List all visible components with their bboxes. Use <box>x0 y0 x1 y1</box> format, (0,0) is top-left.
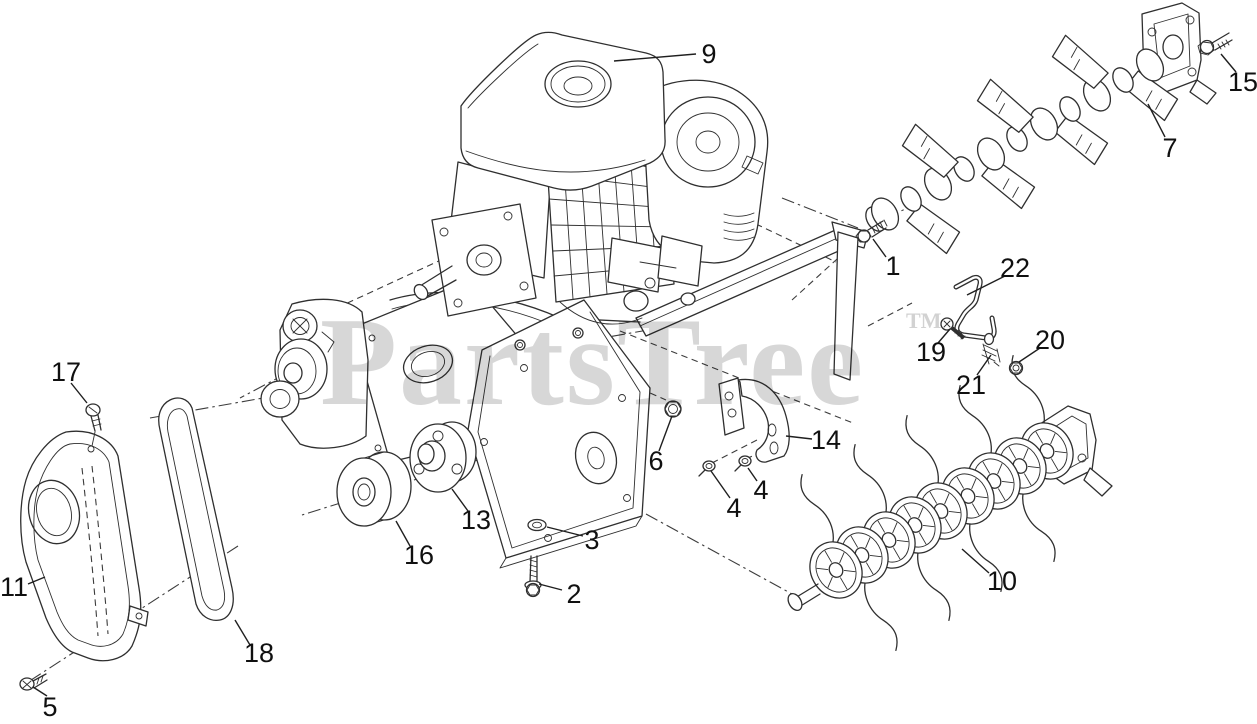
frame-chassis <box>351 221 869 569</box>
callout-leader-13 <box>451 488 469 512</box>
callout-label-22: 22 <box>1000 253 1030 283</box>
callout-label-14: 14 <box>811 425 841 455</box>
bolt-1 <box>855 219 888 243</box>
idler-pulley-16 <box>336 451 412 527</box>
support-bracket-14 <box>718 377 790 463</box>
callout-leader-3 <box>546 526 584 537</box>
callout-label-9: 9 <box>701 39 716 69</box>
callout-leader-1 <box>872 238 887 258</box>
tine-shaft-assembly <box>865 2 1217 264</box>
callout-label-17: 17 <box>51 357 81 387</box>
callout-label-16: 16 <box>404 540 434 570</box>
callout-leader-20 <box>1018 347 1041 363</box>
callout-leader-4 <box>747 467 758 482</box>
bolt-15 <box>1197 32 1233 56</box>
flange-nut-6 <box>664 400 682 418</box>
callout-leader-21 <box>976 354 992 376</box>
callout-leader-22 <box>966 275 1006 296</box>
drive-belt-18 <box>158 397 234 622</box>
callout-leader-9 <box>613 53 697 62</box>
callout-label-3: 3 <box>584 525 599 555</box>
washer-3 <box>527 518 547 532</box>
callout-label-1: 1 <box>885 251 900 281</box>
transmission-assembly <box>260 298 369 449</box>
engine-assembly <box>413 31 769 325</box>
callout-label-4: 4 <box>753 475 768 505</box>
callout-leader-15 <box>1220 53 1237 73</box>
callout-label-18: 18 <box>244 638 274 668</box>
callout-label-10: 10 <box>987 566 1017 596</box>
callout-label-19: 19 <box>916 337 946 367</box>
callout-label-21: 21 <box>956 370 986 400</box>
callout-leader-4 <box>710 470 731 499</box>
wire-bracket-22 <box>953 274 997 341</box>
callout-leader-6 <box>658 415 673 452</box>
callout-label-2: 2 <box>566 579 581 609</box>
callout-leader-17 <box>70 382 88 404</box>
callout-label-6: 6 <box>648 446 663 476</box>
callout-leader-5 <box>32 686 48 697</box>
screw-19 <box>940 317 966 340</box>
callout-layer: 1 23 44 5 6 7 9 10 11 13 14 15 16 17 18 19 20 21 22 <box>0 39 1257 722</box>
blade-hub-13 <box>409 421 477 493</box>
callout-leader-16 <box>395 520 411 547</box>
callout-label-5: 5 <box>42 692 57 722</box>
callout-label-7: 7 <box>1162 133 1177 163</box>
callout-label-13: 13 <box>461 505 491 535</box>
screw-5 <box>19 673 48 691</box>
callout-leader-14 <box>785 435 813 440</box>
watermark: PartsTree TM <box>320 293 942 432</box>
flange-nut-20 <box>1008 360 1024 376</box>
carriage-bolt-4b <box>734 455 752 472</box>
callout-leader-10 <box>961 548 990 574</box>
belt-cover-11 <box>20 430 149 662</box>
watermark-text: PartsTree <box>320 293 865 432</box>
tine-reel-assembly <box>787 351 1113 655</box>
bolt-2 <box>524 555 542 598</box>
callout-leader-2 <box>538 583 563 591</box>
callout-label-20: 20 <box>1035 325 1065 355</box>
callout-leader-18 <box>234 619 251 646</box>
spring-pin-21 <box>981 332 1001 367</box>
callout-leader-7 <box>1147 103 1166 138</box>
callout-label-15: 15 <box>1228 67 1257 97</box>
callout-label-4: 4 <box>726 493 741 523</box>
callout-label-11: 11 <box>0 572 28 602</box>
callout-leader-19 <box>937 328 951 344</box>
screw-17 <box>85 403 102 432</box>
callout-leader-11 <box>27 576 46 585</box>
carriage-bolt-4a <box>698 460 716 477</box>
watermark-tm: TM <box>906 308 942 333</box>
